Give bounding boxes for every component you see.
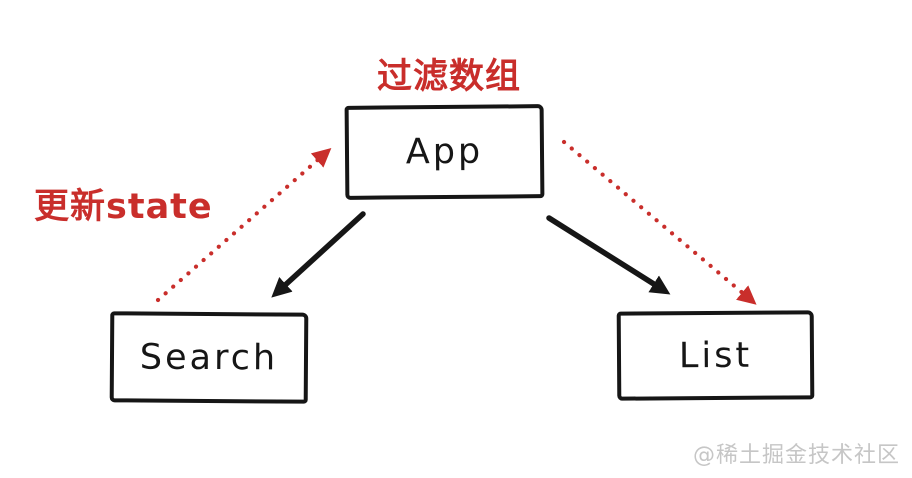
node-app: App xyxy=(344,104,545,200)
node-list: List xyxy=(616,310,815,401)
node-app-label: App xyxy=(405,131,484,173)
node-search: Search xyxy=(109,311,309,404)
edge-app-to-list-solid xyxy=(546,215,671,295)
edge-app-to-search-solid xyxy=(271,211,366,298)
label-update-state: 更新state xyxy=(34,187,213,227)
edge-app-to-list-dotted xyxy=(561,139,757,305)
node-search-label: Search xyxy=(139,337,279,378)
label-filter-array: 过滤数组 xyxy=(377,57,522,97)
node-list-label: List xyxy=(678,335,753,376)
watermark: @稀土掘金技术社区 xyxy=(692,443,900,468)
